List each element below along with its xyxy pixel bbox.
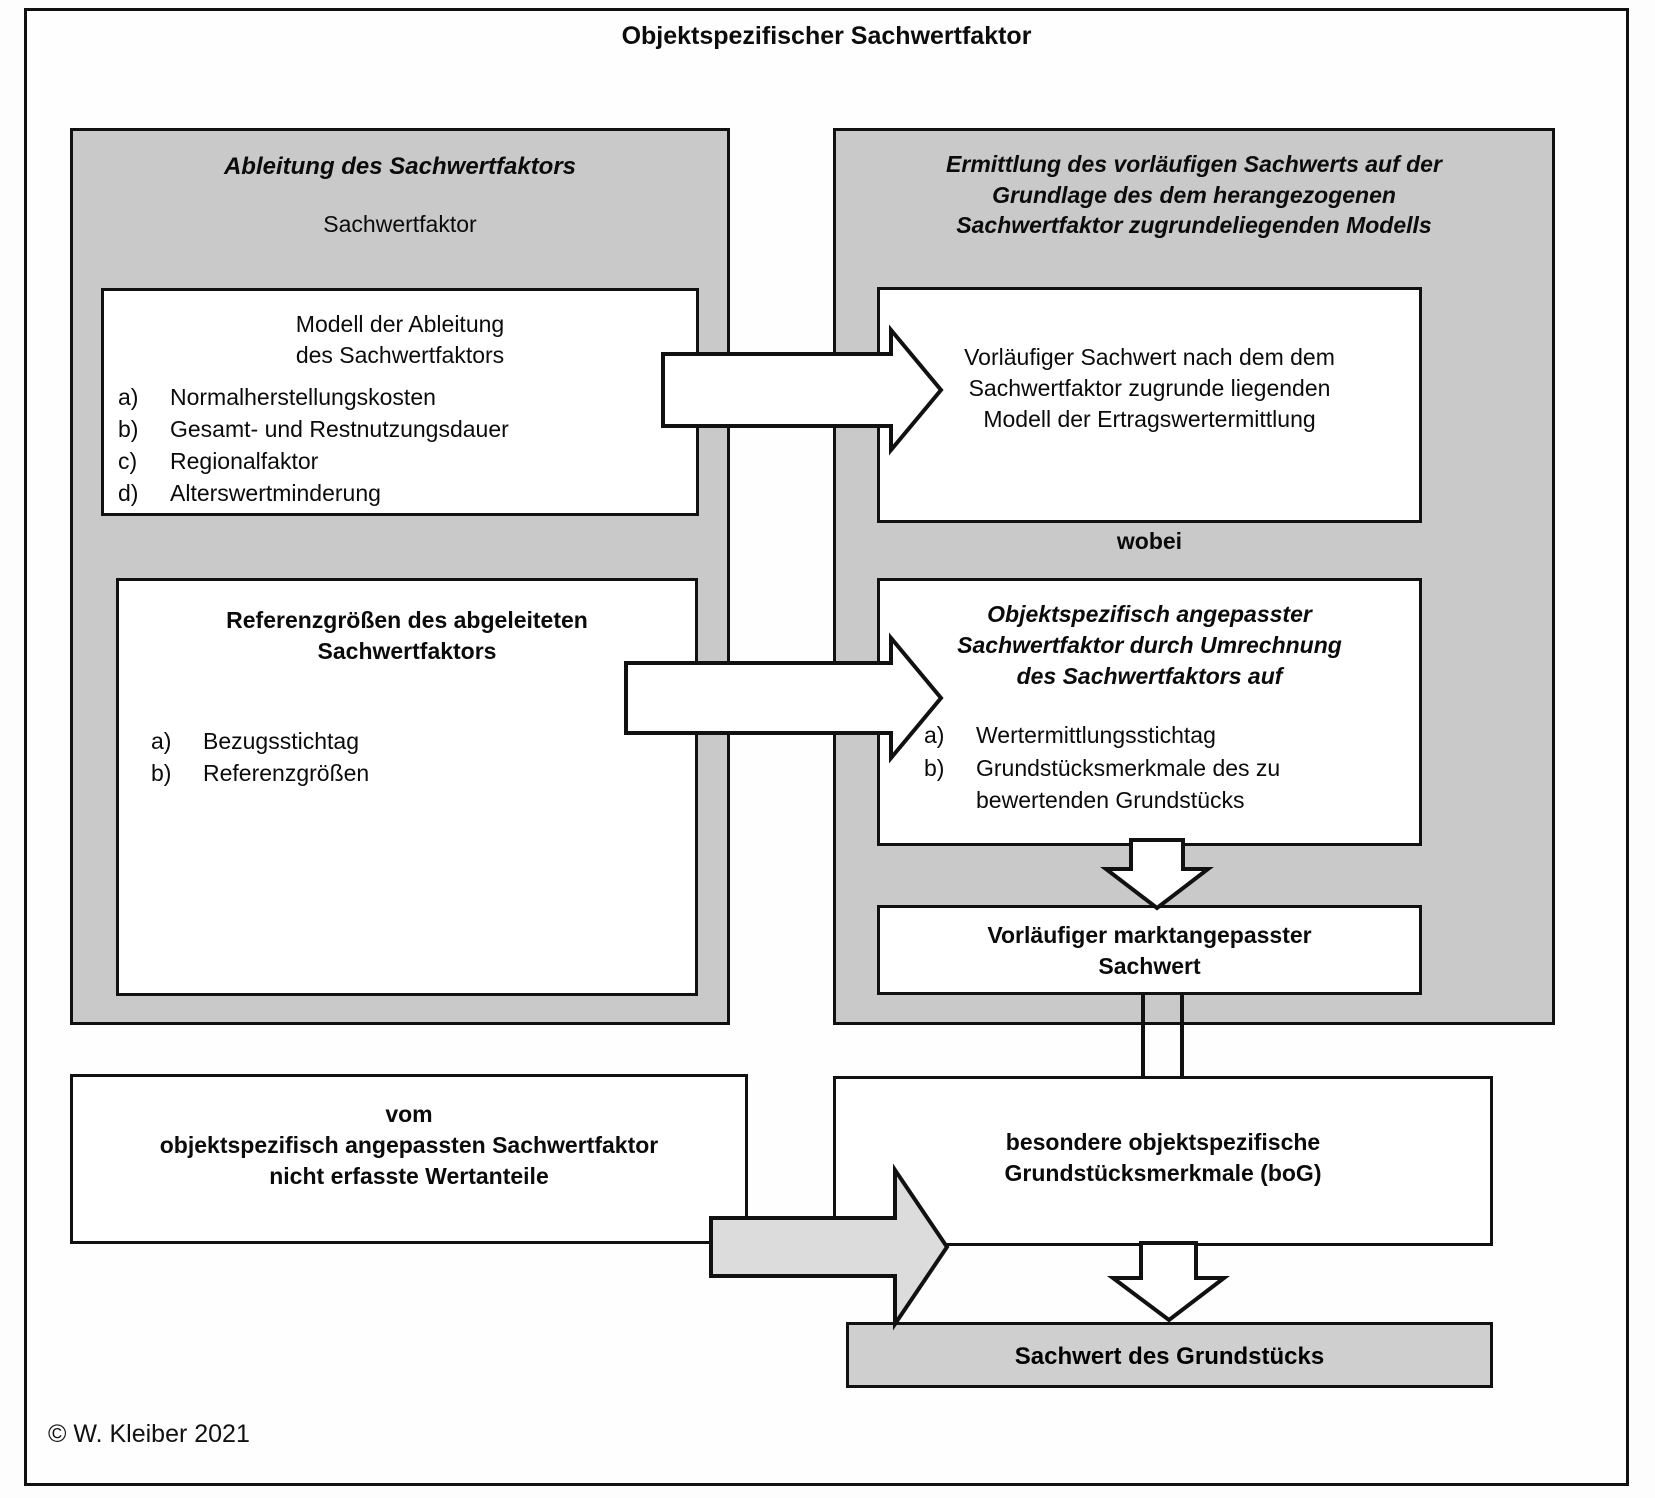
box-final-text: Sachwert des Grundstücks	[1014, 1343, 1325, 1370]
box-modell-title-line2: des Sachwertfaktors	[295, 341, 505, 368]
box-modell-list: a) Normalherstellungskosten b) Gesamt- und…	[104, 381, 696, 510]
list-item: c) Regionalfaktor	[118, 445, 696, 477]
box-bog-line1: besondere objektspezifische	[1005, 1129, 1321, 1155]
box-sachwert-des-grundstuecks: Sachwert des Grundstücks	[846, 1322, 1493, 1388]
box-vorlaeufig-line1: Vorläufiger Sachwert nach dem dem	[964, 344, 1335, 370]
box-referenzgroessen: Referenzgrößen des abgeleiteten Sachwert…	[116, 578, 698, 996]
page-title: Objektspezifischer Sachwertfaktor	[621, 22, 1032, 50]
list-marker: a)	[924, 722, 945, 749]
list-item: a) Bezugsstichtag	[151, 725, 695, 757]
box-referenz-title-line2: Sachwertfaktors	[317, 637, 497, 664]
list-marker	[924, 784, 976, 816]
list-item: b) Grundstücksmerkmale des zu	[924, 752, 1419, 784]
box-vorlaeufig-line3: Modell der Ertragswertermittlung	[983, 405, 1316, 432]
box-referenz-title-line1: Referenzgrößen des abgeleiteten	[226, 607, 588, 633]
copyright-notice: © W. Kleiber 2021	[48, 1420, 250, 1448]
box-vom-line2: objektspezifisch angepassten Sachwertfak…	[159, 1131, 659, 1158]
list-marker: a)	[118, 383, 139, 410]
list-text: bewertenden Grundstücks	[976, 786, 1245, 813]
list-text: Wertermittlungsstichtag	[976, 722, 1216, 749]
wobei-label: wobei	[1116, 528, 1183, 554]
box-objektspezifisch-angepasst: Objektspezifisch angepasster Sachwertfak…	[877, 578, 1422, 846]
right-panel-heading-line3: Sachwertfaktor zugrundeliegenden Modells	[956, 212, 1432, 239]
list-text: Grundstücksmerkmale des zu	[976, 754, 1281, 781]
list-item: d) Alterswertminderung	[118, 477, 696, 509]
list-item: bewertenden Grundstücks	[924, 784, 1419, 816]
box-vorlaeufiger-sachwert: Vorläufiger Sachwert nach dem dem Sachwe…	[877, 287, 1422, 523]
box-objspez-title-line3: des Sachwertfaktors auf	[1016, 662, 1283, 689]
right-panel-heading: Ermittlung des vorläufigen Sachwerts auf…	[836, 149, 1552, 241]
right-panel-heading-line1: Ermittlung des vorläufigen Sachwerts auf…	[946, 151, 1442, 177]
left-panel-subheading: Sachwertfaktor	[323, 211, 477, 237]
list-item: a) Normalherstellungskosten	[118, 381, 696, 413]
box-marktang-line2: Sachwert	[1098, 952, 1201, 979]
box-objspez-list: a) Wertermittlungsstichtag b) Grundstücksm…	[880, 719, 1419, 816]
box-besondere-objektspezifische-grundstuecksmerkmale: besondere objektspezifische Grundstücksm…	[833, 1076, 1493, 1246]
list-marker: b)	[118, 415, 139, 442]
list-marker: d)	[118, 480, 139, 507]
box-referenz-list: a) Bezugsstichtag b) Referenzgrößen	[119, 725, 695, 789]
list-marker: a)	[151, 727, 172, 754]
box-vom-line1: vom	[385, 1101, 433, 1127]
box-objspez-title-line2: Sachwertfaktor durch Umrechnung	[957, 631, 1342, 658]
list-text: Regionalfaktor	[170, 448, 319, 474]
list-marker: b)	[924, 754, 945, 781]
box-bog-line2: Grundstücksmerkmale (boG)	[1004, 1159, 1322, 1186]
list-item: a) Wertermittlungsstichtag	[924, 719, 1419, 751]
box-vorlaeufiger-marktangepasster-sachwert: Vorläufiger marktangepasster Sachwert	[877, 905, 1422, 995]
list-text: Normalherstellungskosten	[170, 383, 436, 410]
panel-ermittlung: Ermittlung des vorläufigen Sachwerts auf…	[833, 128, 1555, 1025]
list-marker: b)	[151, 759, 172, 786]
box-vom-line3: nicht erfasste Wertanteile	[269, 1162, 549, 1189]
right-panel-heading-line2: Grundlage des dem herangezogenen	[992, 181, 1396, 208]
list-text: Gesamt- und Restnutzungsdauer	[170, 415, 509, 442]
list-item: b) Gesamt- und Restnutzungsdauer	[118, 413, 696, 445]
box-modell-der-ableitung: Modell der Ableitung des Sachwertfaktors…	[101, 288, 699, 516]
list-text: Bezugsstichtag	[203, 727, 359, 754]
list-marker: c)	[118, 448, 138, 474]
left-panel-heading: Ableitung des Sachwertfaktors	[223, 153, 577, 180]
box-modell-title-line1: Modell der Ableitung	[295, 311, 505, 337]
box-marktang-line1: Vorläufiger marktangepasster	[987, 922, 1312, 948]
list-text: Referenzgrößen	[203, 759, 370, 786]
list-text: Alterswertminderung	[170, 480, 381, 507]
box-objspez-title-line1: Objektspezifisch angepasster	[987, 601, 1312, 627]
box-vorlaeufig-line2: Sachwertfaktor zugrunde liegenden	[968, 374, 1331, 401]
box-nicht-erfasste-wertanteile: vom objektspezifisch angepassten Sachwer…	[70, 1074, 748, 1244]
list-item: b) Referenzgrößen	[151, 757, 695, 789]
